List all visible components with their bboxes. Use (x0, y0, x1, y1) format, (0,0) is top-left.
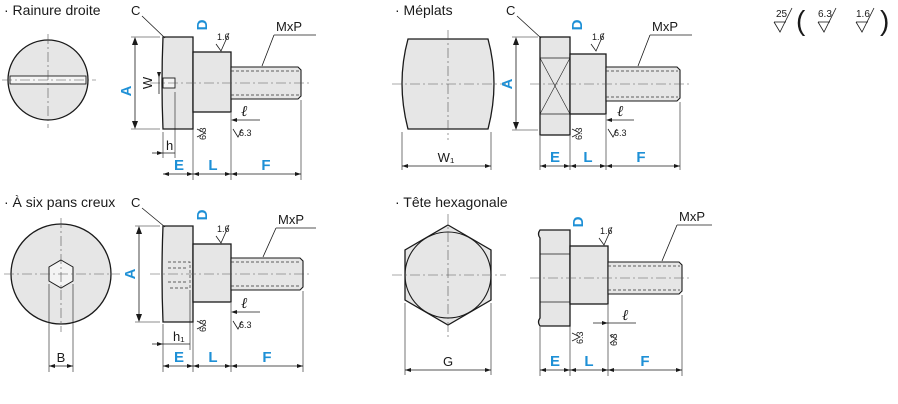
dim-A-slotted: A (118, 85, 135, 96)
roughness-symbol-1-icon (817, 7, 837, 33)
rough-1-hex-head: 1.6 (600, 226, 613, 236)
dim-D-flats: D (569, 19, 586, 30)
dim-ell-slotted: ℓ (241, 102, 247, 120)
dim-F-flats: F (636, 149, 645, 166)
dim-C-hex-socket: C (131, 195, 140, 210)
dim-D-hex-head: D (570, 216, 587, 227)
roughness-value-1: 6.3 (818, 9, 832, 20)
view-hex-socket: · À six pans creux B A C D 1.6 MxP 6.3 (4, 194, 316, 372)
roughness-symbol-2-icon (855, 7, 875, 33)
thread-label-flats: MxP (652, 19, 678, 34)
roughness-value-2: 1.6 (856, 9, 870, 20)
dim-E-flats: E (550, 149, 560, 166)
roughness-paren-open: ( (796, 5, 806, 36)
dim-G: G (443, 354, 453, 369)
slotted-shank (192, 51, 232, 113)
view-title-flats: · Méplats (395, 2, 453, 18)
hex-socket-shank (192, 243, 232, 303)
dim-L-flats: L (583, 149, 592, 166)
rough-3-hex-socket: 6.3 (239, 320, 252, 330)
dim-L-hex-socket: L (208, 349, 217, 366)
dim-A-flats: A (499, 78, 516, 89)
dim-L-hex-head: L (584, 353, 593, 370)
thread-label-hex-head: MxP (679, 209, 705, 224)
rough-3-hex-head: 6.3 (609, 333, 619, 346)
dim-B: B (57, 350, 66, 365)
hex-head-shank (569, 245, 609, 305)
dim-W1: W₁ (438, 150, 455, 165)
rough-1-hex-socket: 1.6 (217, 224, 230, 234)
dim-E-hex-head: E (550, 353, 560, 370)
dim-h1: h₁ (173, 329, 185, 344)
thread-label-slotted: MxP (276, 19, 302, 34)
dim-F-hex-socket: F (262, 349, 271, 366)
dim-E-slotted: E (174, 157, 184, 174)
dim-h: h (166, 138, 173, 153)
dim-D-hex-socket: D (194, 209, 211, 220)
dim-C-flats: C (506, 3, 515, 18)
dim-D-slotted: D (194, 19, 211, 30)
view-title-slotted: · Rainure droite (4, 2, 101, 18)
view-slotted: · Rainure droite A W C D 1.6 MxP (2, 2, 316, 180)
dim-E-hex-socket: E (174, 349, 184, 366)
roughness-legend: 25 ( 6.3 1.6 ) (773, 5, 889, 36)
dim-L-slotted: L (208, 157, 217, 174)
rough-3-slotted: 6.3 (239, 128, 252, 138)
dim-ell-hex-head: ℓ (622, 306, 628, 324)
dim-F-slotted: F (261, 157, 270, 174)
view-flats: · Méplats W₁ A C D 1.6 MxP 6 (392, 2, 692, 170)
dim-W: W (140, 76, 155, 89)
roughness-main-value: 25 (776, 9, 788, 20)
rough-1-slotted: 1.6 (217, 32, 230, 42)
view-title-hex-socket: · À six pans creux (4, 194, 115, 210)
view-title-hex-head: · Tête hexagonale (395, 194, 508, 210)
dim-ell-flats: ℓ (617, 102, 623, 120)
roughness-paren-close: ) (880, 5, 889, 36)
dim-A-hex-socket: A (122, 268, 139, 279)
thread-label-hex-socket: MxP (278, 212, 304, 227)
rough-2-hex-head: 6.3 (575, 331, 585, 344)
view-hex-head: · Tête hexagonale G D 1.6 MxP 6.3 6.3 ℓ (392, 194, 712, 376)
rough-1-flats: 1.6 (592, 32, 605, 42)
dim-C-slotted: C (131, 3, 140, 18)
dim-F-hex-head: F (640, 353, 649, 370)
roughness-main-symbol-icon (773, 7, 793, 33)
dim-ell-hex-socket: ℓ (241, 294, 247, 312)
rough-3-flats: 6.3 (614, 128, 627, 138)
